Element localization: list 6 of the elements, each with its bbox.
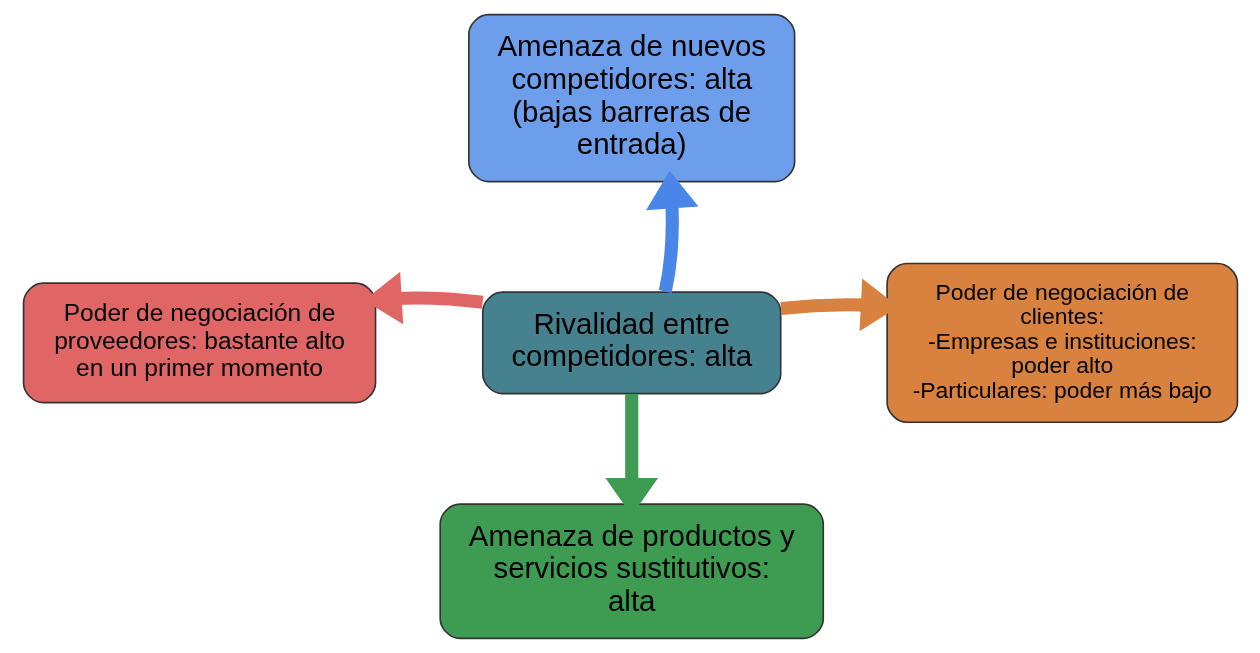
node-box: Rivalidad entre competidores: alta [481,291,782,395]
node-box: Poder de negociación de proveedores: bastante alto en un primer momento [22,282,376,404]
node-box: Amenaza de nuevos competidores: alta (bajas barreras de entrada) [467,13,795,183]
node-box: Amenaza de productos y servicios sustitutivos: alta [438,503,824,640]
node-box: Poder de negociación de clientes: -Empresas e instituciones: poder alto -Particulares: poder más bajo [885,262,1238,424]
arrow [645,170,699,293]
